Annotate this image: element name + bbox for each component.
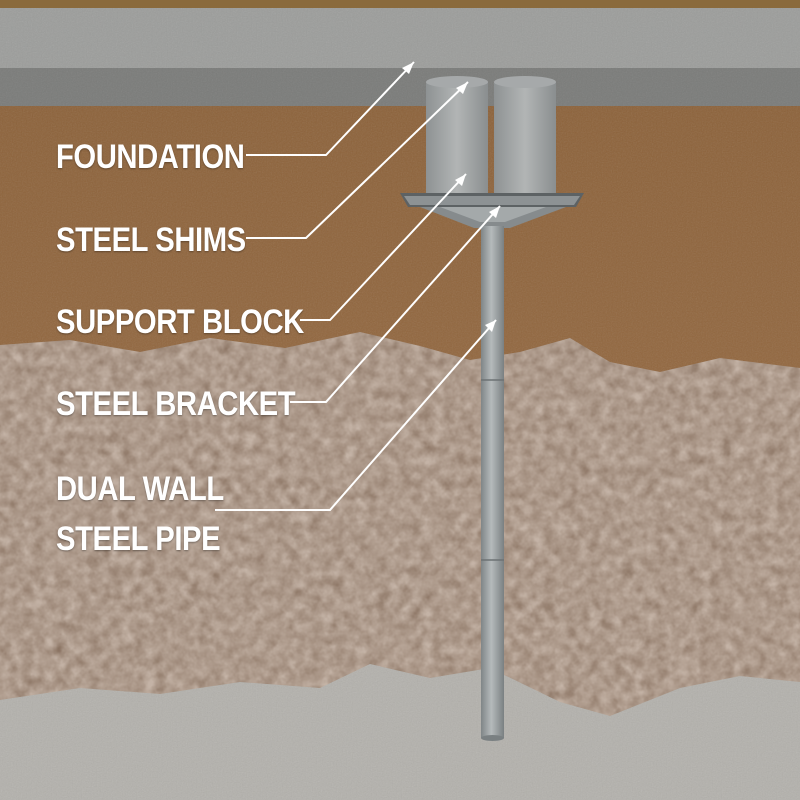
support-block-left (426, 82, 488, 194)
leader-steel-shims (246, 81, 469, 239)
label-steel-shims: STEEL SHIMS (56, 221, 246, 259)
leader-dual-wall-pipe (215, 319, 497, 511)
ground-surface-strip (0, 0, 800, 8)
label-foundation: FOUNDATION (56, 138, 245, 176)
leader-foundation (246, 61, 415, 156)
support-block-right (494, 82, 556, 194)
label-support-block: SUPPORT BLOCK (56, 303, 304, 341)
leader-arrowheads (402, 62, 500, 332)
leader-steel-bracket (290, 205, 501, 403)
label-steel-bracket: STEEL BRACKET (56, 385, 296, 423)
leader-support-block (300, 173, 467, 321)
support-blocks (426, 76, 556, 194)
label-dual-wall-line2: STEEL PIPE (56, 520, 221, 558)
leader-lines (215, 61, 501, 511)
label-dual-wall-line1: DUAL WALL (56, 470, 224, 508)
steel-pipe (481, 226, 504, 741)
